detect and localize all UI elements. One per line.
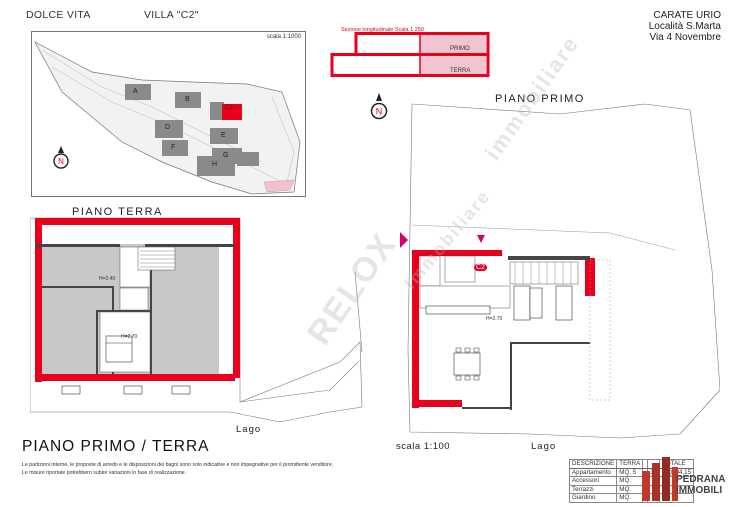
location-line: Località S.Marta [648, 21, 721, 32]
table-cell: Terrazzi [568, 484, 618, 494]
table-cell: MQ. [616, 484, 644, 494]
lot-label: H [212, 161, 218, 168]
lot-label-highlight: C2 [225, 105, 233, 111]
site-plan-frame: scala 1:1000 A B C2 D E F G H N [31, 31, 306, 197]
table-header-cell: TERRA [616, 459, 644, 469]
ground-small-height: H=2.40 [99, 276, 116, 282]
lot-label: B [185, 96, 190, 103]
section-level-label: TERRA [450, 68, 471, 74]
table-cell: Accessori [568, 476, 618, 486]
lot-label: E [221, 132, 226, 139]
north-arrow-icon: N [370, 93, 388, 120]
location-line: CARATE URIO [653, 10, 721, 21]
ground-room-height: H=2.70 [121, 334, 138, 340]
first-room-height: H=2.70 [486, 316, 503, 322]
section-drawing [330, 32, 490, 77]
unit-tag: C2 [474, 264, 487, 271]
first-floor-title: PIANO PRIMO [495, 93, 585, 105]
lot-label: A [133, 88, 138, 95]
plan-scale: scala 1:100 [396, 441, 451, 452]
section-level-label: PRIMO [450, 46, 470, 52]
brand-line: PEDRANA [676, 474, 726, 485]
table-cell: Giardino [568, 493, 618, 503]
svg-text:N: N [376, 107, 383, 117]
brand-name: PEDRANA IMMOBILI [676, 474, 725, 496]
brand-logo-icon [642, 457, 678, 501]
section-caption: Sezione longitudinale Scala 1:250 [341, 27, 424, 33]
disclaimer-line: Le misure riportate potrebbero subire va… [22, 470, 187, 476]
table-header-cell: DESCRIZIONE [568, 459, 618, 469]
site-plan-scale: scala 1:1000 [266, 34, 301, 40]
ground-lake-label: Lago [236, 424, 262, 435]
project-name: DOLCE VITA [26, 9, 91, 21]
lot-label: G [223, 152, 229, 159]
disclaimer: Le partizioni interne, le proposte di ar… [22, 461, 352, 477]
lot-label: F [171, 144, 176, 151]
disclaimer-line: Le partizioni interne, le proposte di ar… [22, 462, 334, 468]
svg-text:N: N [58, 157, 64, 166]
first-floor-plan [400, 103, 720, 439]
ground-floor-plan [30, 217, 363, 423]
table-cell: MQ. [616, 493, 644, 503]
ground-floor-title: PIANO TERRA [72, 206, 163, 218]
location-line: Via 4 Novembre [649, 32, 721, 43]
table-cell: MQ. 5 [616, 467, 644, 477]
footer-title: PIANO PRIMO / TERRA [22, 438, 210, 455]
brand-line: IMMOBILI [676, 485, 723, 496]
villa-name: VILLA "C2" [144, 9, 199, 21]
table-cell: MQ. [616, 476, 644, 486]
location-block: CARATE URIO Località S.Marta Via 4 Novem… [585, 10, 721, 43]
first-lake-label: Lago [531, 441, 557, 452]
site-plan-drawing [34, 41, 301, 195]
north-arrow-icon: N [53, 146, 69, 169]
table-cell: Appartamento [568, 467, 618, 477]
lot-label: D [165, 124, 171, 131]
